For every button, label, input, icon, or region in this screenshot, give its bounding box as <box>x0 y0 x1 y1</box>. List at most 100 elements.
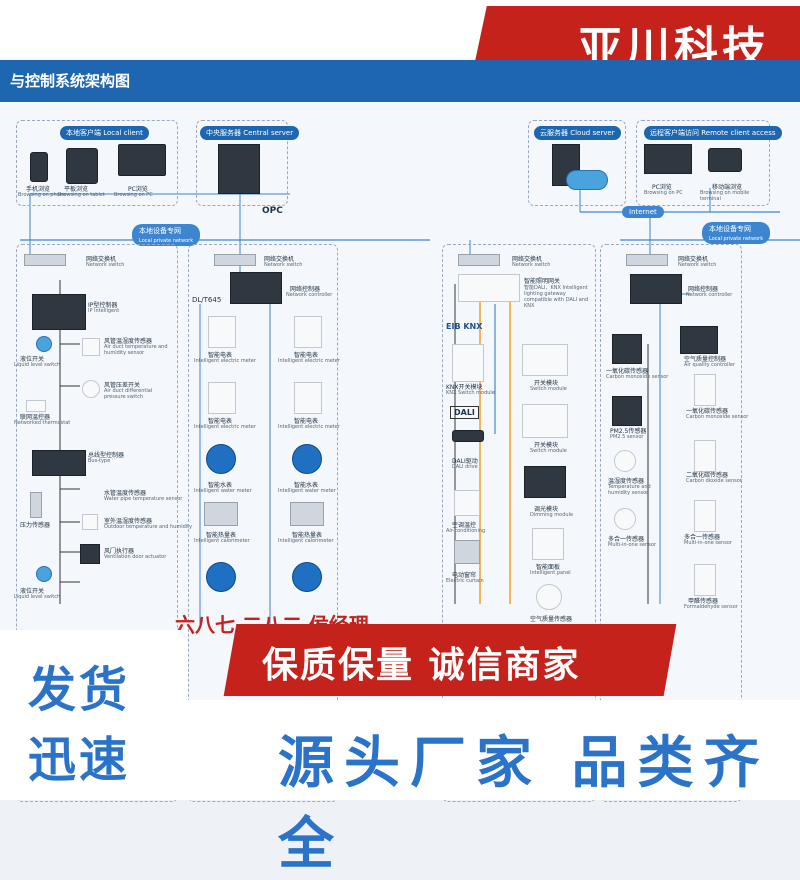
liquid-switch-label: 液位开关 <box>20 356 45 363</box>
air-quality-controller-label-en: Air quality controller <box>684 362 736 368</box>
meter-controller-label-en: Network controller <box>286 292 333 298</box>
left-promo-line2: 迅速 <box>28 732 131 788</box>
liquid-switch-icon <box>36 336 52 352</box>
heat-meter-label-en-1: Intelligent calorimeter <box>194 538 250 544</box>
tablet-label: 平板浏览 <box>64 186 89 193</box>
switch-module-label-2: 开关模块 <box>534 442 559 449</box>
heat-meter-icon-1 <box>204 502 238 526</box>
water-meter-label-en-1: Intelligent water meter <box>194 488 252 494</box>
formaldehyde-label-en: Formaldehyde sensor <box>684 604 738 610</box>
heat-meter-label-2: 智能热量表 <box>292 532 323 539</box>
smart-panel-label: 智能面板 <box>536 564 561 571</box>
local-client-box <box>16 120 178 206</box>
water-meter-icon-2 <box>292 444 322 474</box>
liquid-switch2-icon <box>36 566 52 582</box>
outdoor-temp-label-en: Outdoor temperature and humidity <box>104 524 193 530</box>
water-meter-icon-4 <box>292 562 322 592</box>
knx-module-label: KNX开关模块 <box>446 384 483 391</box>
dimming-module-icon <box>524 466 566 498</box>
electric-meter-label-3: 智能电表 <box>208 418 233 425</box>
smart-panel-icon <box>532 528 564 560</box>
right-network-label: 本地设备专网 <box>709 225 751 233</box>
left-promo-box-inner <box>6 636 182 792</box>
air-quality-controller-icon <box>680 326 718 354</box>
bottom-promo-text: 源头厂家 品类齐全 <box>278 731 770 877</box>
water-meter-icon-1 <box>206 444 236 474</box>
dali-drive-label-en: DALI drive <box>452 464 478 470</box>
electric-meter-icon-4 <box>294 382 322 414</box>
cloud-icon <box>566 170 608 190</box>
opc-label: OPC <box>262 206 283 216</box>
knx-module-label-en: KNX Switch module <box>446 390 495 396</box>
dali-logo: DALI <box>450 406 479 419</box>
local-network-label-en: Local private network <box>139 238 194 244</box>
valve-actuator-icon <box>80 544 100 564</box>
electric-meter-label-2: 智能电表 <box>294 352 319 359</box>
co-sensor2-label: 一氧化碳传感器 <box>686 408 729 415</box>
water-meter-label-en-2: Intelligent water meter <box>278 488 336 494</box>
left-promo-line1: 发货 <box>28 662 131 718</box>
meter-controller-icon <box>230 272 282 304</box>
pm25-label: PM2.5传感器 <box>610 428 647 435</box>
dali-drive-label: DALI驱动 <box>452 458 478 465</box>
bus-controller-icon <box>32 450 86 476</box>
co2-label-en: Carbon dioxide sensor <box>686 478 742 484</box>
co2-sensor-icon <box>694 440 716 472</box>
electric-meter-icon-2 <box>294 316 322 348</box>
duct-temp-label: 风管温湿度传感器 <box>104 338 153 345</box>
cloud-server-box <box>528 120 626 206</box>
dimming-module-label-en: Dimming module <box>530 512 574 518</box>
electric-meter-icon-1 <box>208 316 236 348</box>
pm25-sensor-icon <box>612 396 642 426</box>
ip-controller-label-en: IP intelligent <box>88 308 120 314</box>
duct-pressure-switch-icon <box>82 380 100 398</box>
switch-module-icon-1 <box>522 344 568 376</box>
valve-actuator-label: 风门执行器 <box>104 548 135 555</box>
switch-module-label-1: 开关模块 <box>534 380 559 387</box>
meter-switch-label-en: Network switch <box>264 262 303 268</box>
dl-t645-label: DL/T645 <box>192 296 222 304</box>
pressure-sensor-icon <box>30 492 42 518</box>
co-sensor2-icon <box>694 374 716 406</box>
electric-meter-label-1: 智能电表 <box>208 352 233 359</box>
ip-controller-icon <box>32 294 86 330</box>
internet-pill: Internet <box>622 206 664 218</box>
lighting-gateway-label: 智能照明网关 <box>524 278 561 285</box>
local-client-label: 本地客户端 Local client <box>60 126 149 140</box>
water-meter-label-2: 智能水表 <box>294 482 319 489</box>
remote-pc-icon <box>644 144 692 174</box>
ac-thermostat-icon <box>454 490 480 516</box>
liquid-switch-label-en: Liquid level switch <box>14 362 61 368</box>
right-controller-label-en: Network controller <box>686 292 733 298</box>
bus-controller-label: 总线型控制器 <box>88 452 125 459</box>
multi2-label: 多合一传感器 <box>684 534 721 541</box>
lighting-gateway-label-en: 智能DALI、KNX Intelligent lighting gateway … <box>524 285 589 309</box>
heat-meter-label-en-2: Intelligent calorimeter <box>278 538 334 544</box>
electric-meter-label-4: 智能电表 <box>294 418 319 425</box>
meter-controller-label: 网络控制器 <box>290 286 321 293</box>
formaldehyde-label: 甲醛传感器 <box>688 598 719 605</box>
multi2-label-en: Multi-in-one sensor <box>684 540 732 546</box>
multi-sensor-icon <box>614 508 636 530</box>
pm25-label-en: PM2.5 sensor <box>610 434 644 440</box>
bus-controller-label-en: Bus-type <box>88 458 111 464</box>
electric-meter-label-en-4: Intelligent electric meter <box>278 424 340 430</box>
duct-temp-label-en: Air duct temperature and humidity sensor <box>104 344 168 356</box>
switch-module-icon-2 <box>522 404 568 438</box>
pc-label-en: Browsing on PC <box>114 192 153 198</box>
lighting-switch-label-en: Network switch <box>512 262 551 268</box>
co2-label: 二氧化碳传感器 <box>686 472 729 479</box>
outdoor-sensor-icon <box>82 514 98 530</box>
meter-switch-icon <box>214 254 256 266</box>
curtain-label: 电动窗帘 <box>452 572 477 579</box>
electric-meter-label-en-3: Intelligent electric meter <box>194 424 256 430</box>
ac-thermostat-label-en: Air-conditioning <box>446 528 486 534</box>
pressure-sensor-label: 压力传感器 <box>20 522 51 529</box>
pc-label: PC浏览 <box>128 186 148 193</box>
curtain-icon <box>454 540 480 564</box>
duct-pressure-label: 风管压差开关 <box>104 382 141 389</box>
remote-mobile-label: 移动端浏览 <box>712 184 743 191</box>
air-quality-controller-label: 空气质量控制器 <box>684 356 727 363</box>
